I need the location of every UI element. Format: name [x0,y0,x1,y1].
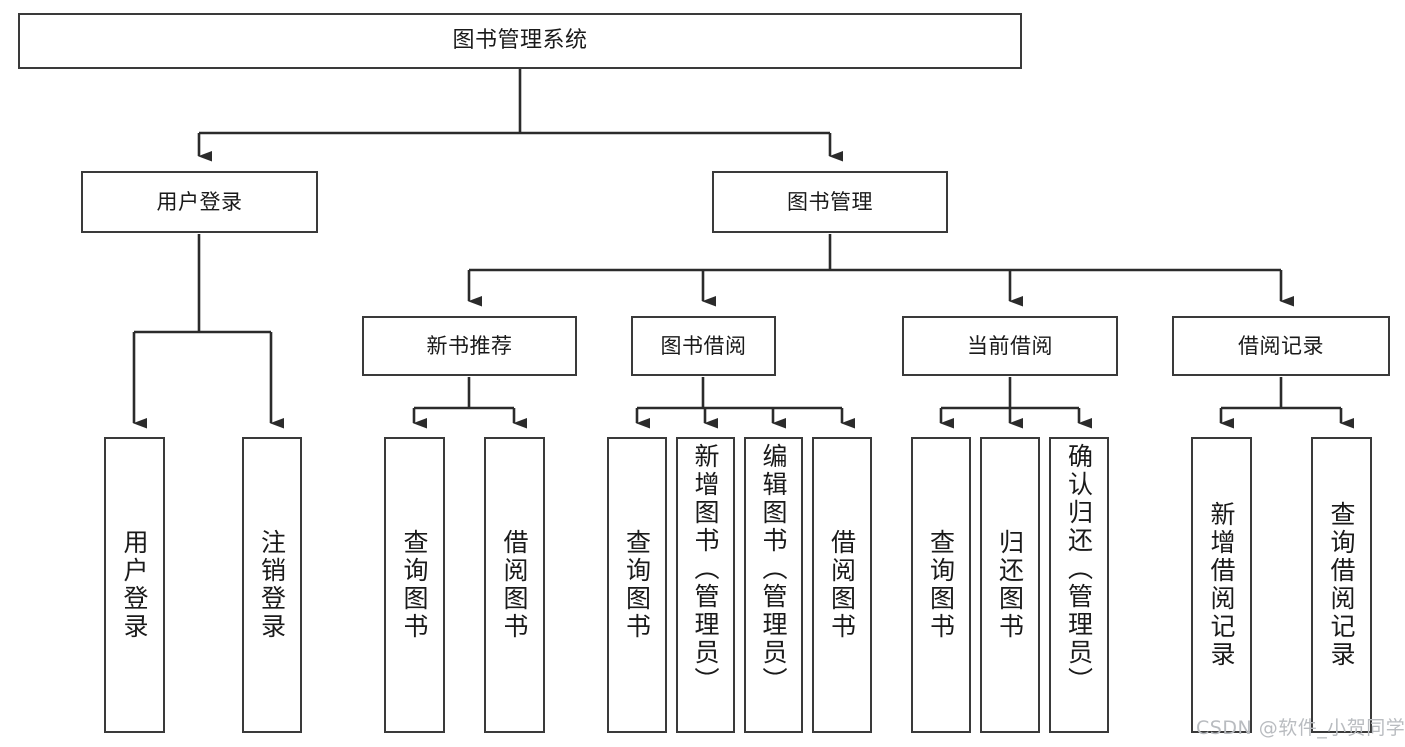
node-borrow-record[interactable]: 借阅记录 [1172,316,1390,376]
node-root-system[interactable]: 图书管理系统 [18,13,1022,69]
node-label: 查询图书 [622,529,652,641]
leaf-borrow-book[interactable]: 借阅图书 [812,437,872,733]
node-label: 借阅图书 [500,529,529,641]
node-book-borrow[interactable]: 图书借阅 [631,316,776,376]
leaf-user-logout[interactable]: 注销登录 [242,437,302,733]
node-label: 借阅图书 [827,529,857,641]
leaf-add-borrow-record[interactable]: 新增借阅记录 [1191,437,1252,733]
node-label: 图书管理 [787,189,873,214]
node-book-management[interactable]: 图书管理 [712,171,948,233]
leaf-edit-book-admin[interactable]: 编辑图书（管理员） [744,437,803,733]
node-label: 用户登录 [120,529,149,641]
node-label: 注销登录 [257,529,287,641]
node-label: 新书推荐 [426,333,513,358]
leaf-query-book-borrow[interactable]: 查询图书 [607,437,667,733]
node-label: 确认归还（管理员） [1064,443,1094,695]
leaf-query-book-new[interactable]: 查询图书 [384,437,445,733]
node-label: 当前借阅 [967,333,1053,358]
leaf-add-book-admin[interactable]: 新增图书（管理员） [676,437,735,733]
node-label: 新增图书（管理员） [691,443,720,695]
node-label: 图书借阅 [660,333,747,358]
leaf-user-login[interactable]: 用户登录 [104,437,165,733]
node-label: 归还图书 [995,529,1025,641]
node-label: 新增借阅记录 [1207,501,1236,669]
leaf-return-book[interactable]: 归还图书 [980,437,1040,733]
node-new-book-recommend[interactable]: 新书推荐 [362,316,577,376]
leaf-confirm-return-admin[interactable]: 确认归还（管理员） [1049,437,1109,733]
leaf-query-borrow-record[interactable]: 查询借阅记录 [1311,437,1372,733]
node-label: 查询借阅记录 [1327,501,1356,669]
leaf-borrow-book-new[interactable]: 借阅图书 [484,437,545,733]
node-current-borrow[interactable]: 当前借阅 [902,316,1118,376]
watermark-csdn: CSDN @软件_小贺同学 [1196,717,1405,739]
node-label: 编辑图书（管理员） [759,443,788,695]
node-label: 查询图书 [400,529,429,641]
leaf-query-book-current[interactable]: 查询图书 [911,437,971,733]
node-label: 查询图书 [926,529,956,641]
node-user-login[interactable]: 用户登录 [81,171,318,233]
node-label: 用户登录 [156,189,243,214]
node-label: 借阅记录 [1238,333,1324,358]
node-label: 图书管理系统 [452,28,588,54]
